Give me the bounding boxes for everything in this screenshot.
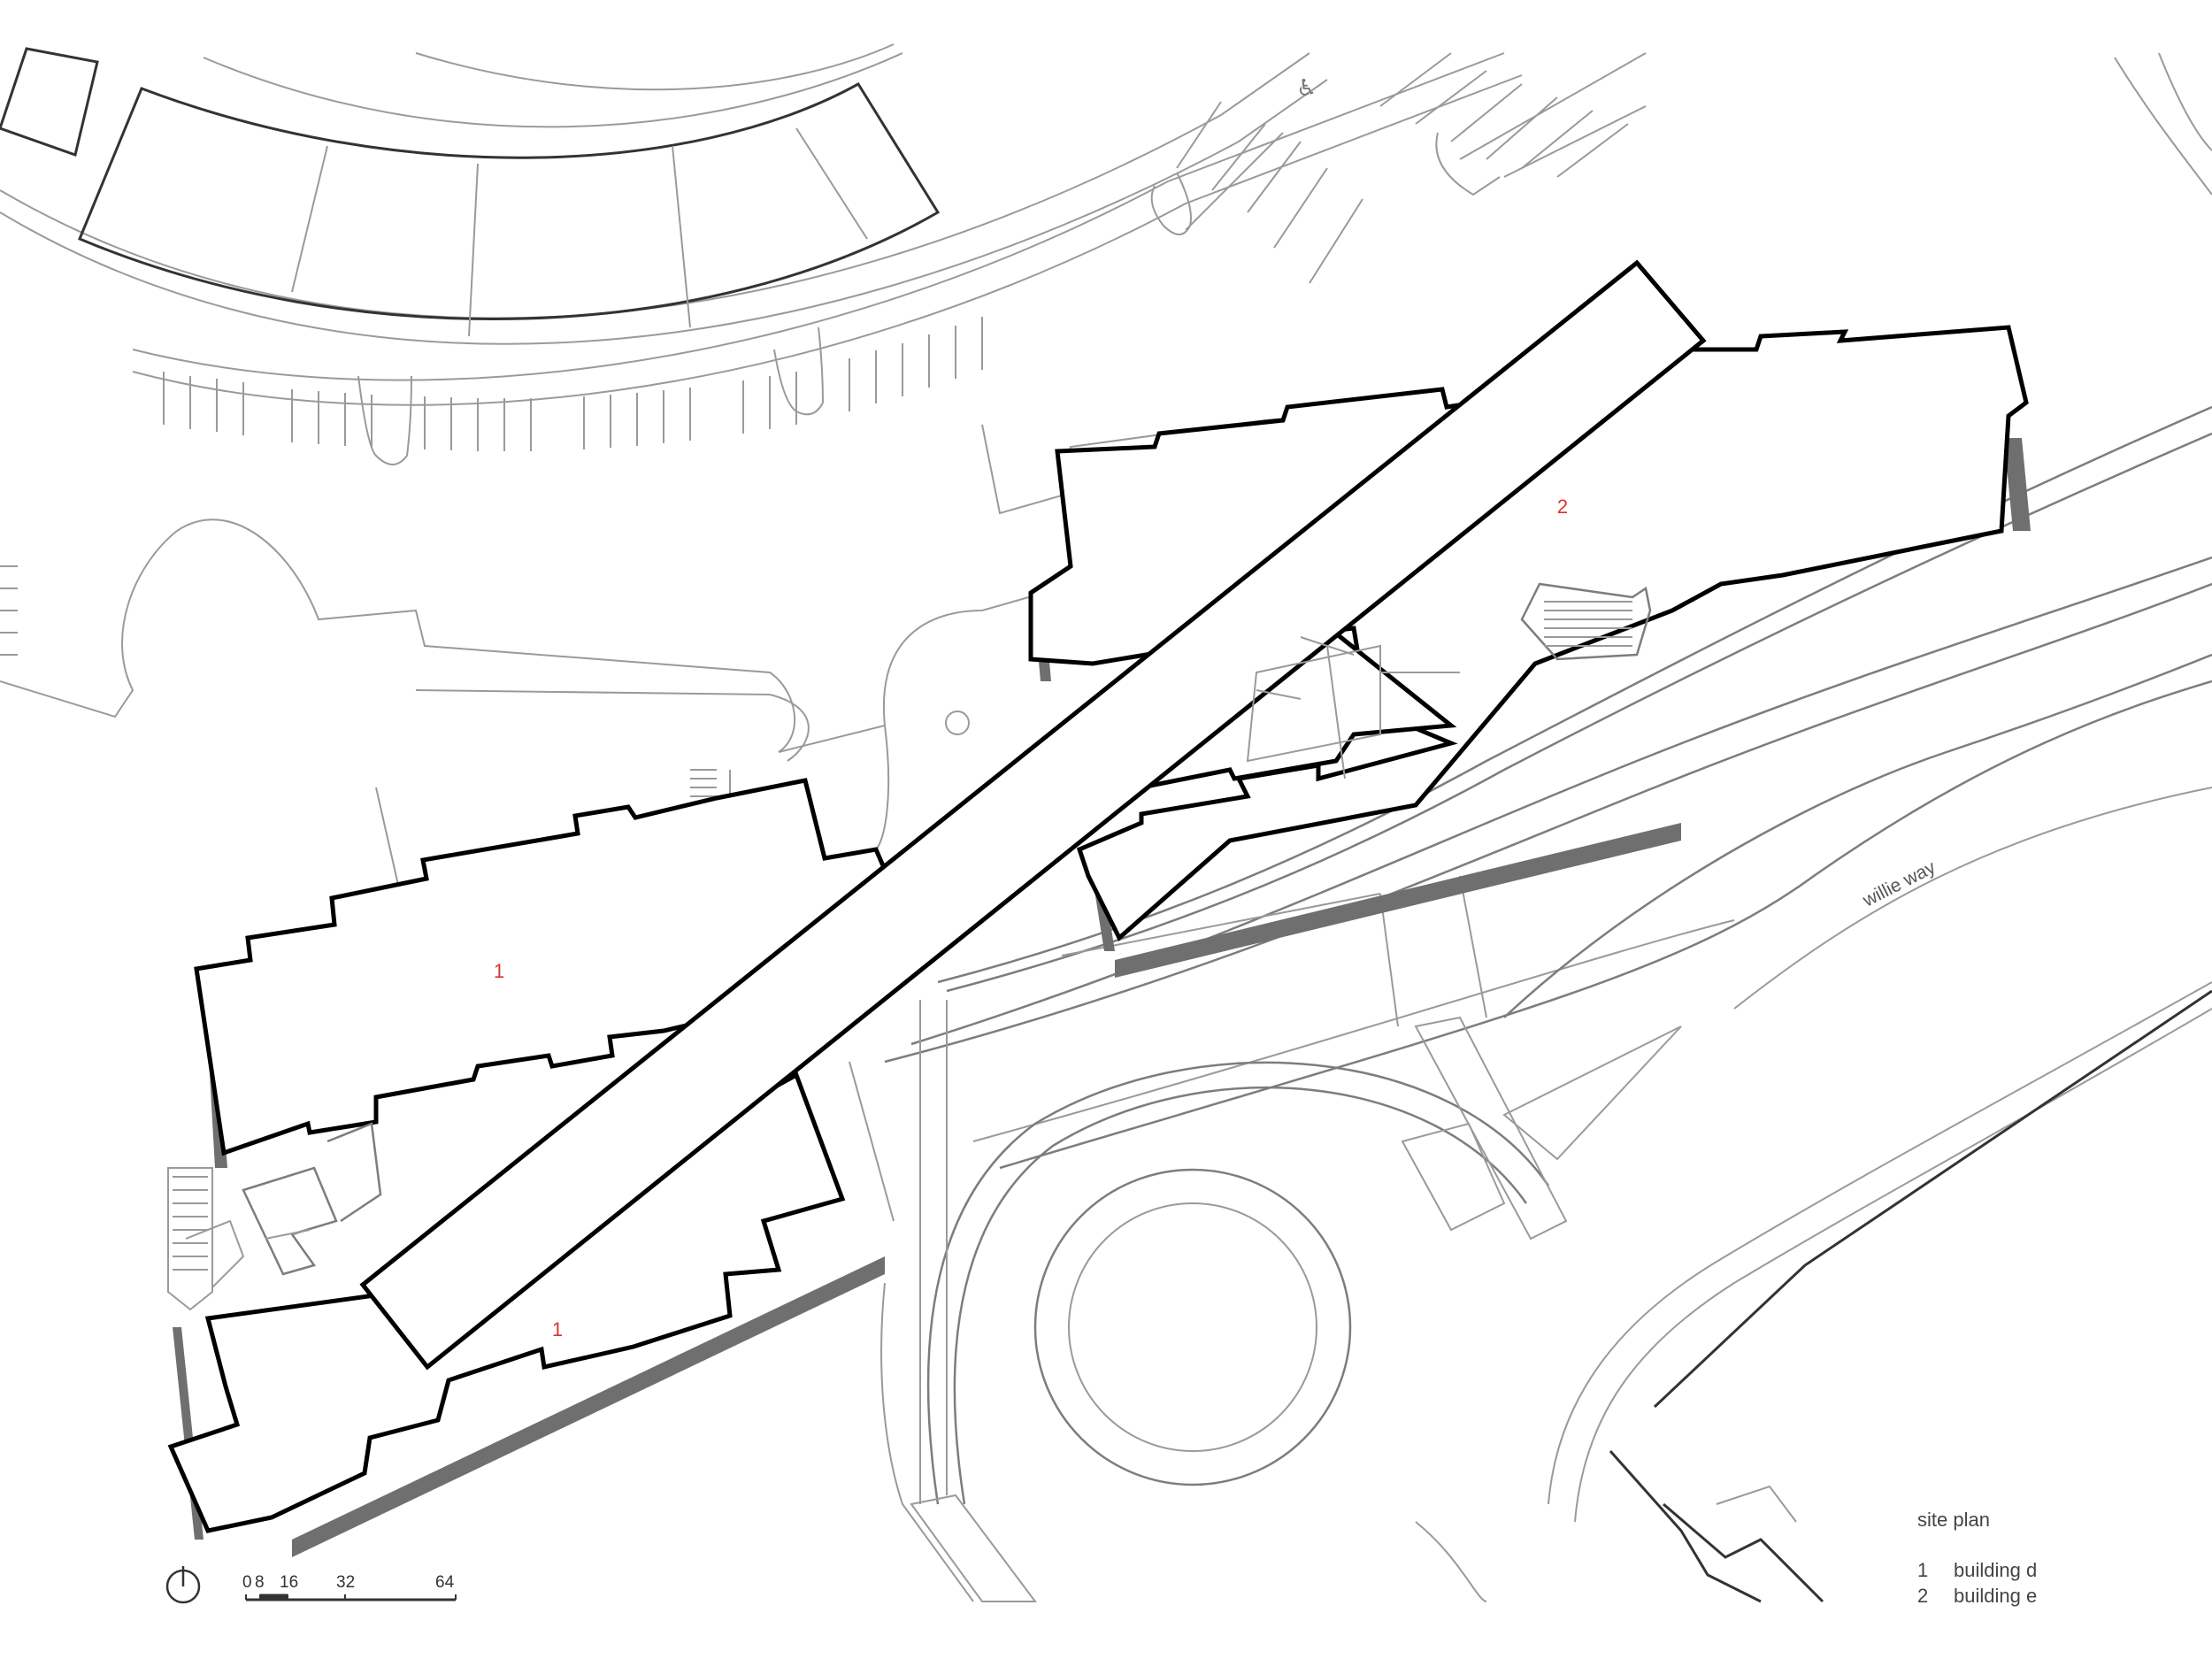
legend-item-number: 1 <box>1917 1559 1928 1581</box>
north-arrow-icon <box>165 1566 201 1604</box>
legend-item-number: 2 <box>1917 1585 1928 1607</box>
building-e-courtyard <box>1246 582 1652 780</box>
scale-tick-label: 0 <box>242 1573 252 1592</box>
legend-item-label: building d <box>1954 1559 2037 1581</box>
scale-tick-label: 8 <box>255 1573 265 1592</box>
building-number-label: 2 <box>1557 495 1568 518</box>
parking-stalls-lower <box>163 317 983 451</box>
accessible-parking-icon: ♿ <box>1296 75 1317 102</box>
skybridge-diagonal <box>359 259 1707 1371</box>
existing-context-linework <box>0 43 2212 656</box>
stair-detail <box>167 1122 382 1311</box>
building-number-label: 1 <box>552 1318 563 1340</box>
scale-bar: 0 8 16 32 64 <box>242 1573 457 1601</box>
legend: site plan 1 building d 2 building e <box>1917 1509 2037 1607</box>
legend-item-label: building e <box>1954 1585 2037 1607</box>
street-name-label: willie way <box>1859 856 1939 910</box>
scale-tick-label: 16 <box>280 1573 298 1592</box>
building-number-label: 1 <box>494 960 504 982</box>
legend-title: site plan <box>1917 1509 1990 1531</box>
roads <box>849 405 2212 1603</box>
scale-tick-label: 64 <box>435 1573 455 1592</box>
scale-tick-label: 32 <box>336 1573 355 1592</box>
building-number-labels: 1 1 2 <box>494 495 1568 1340</box>
